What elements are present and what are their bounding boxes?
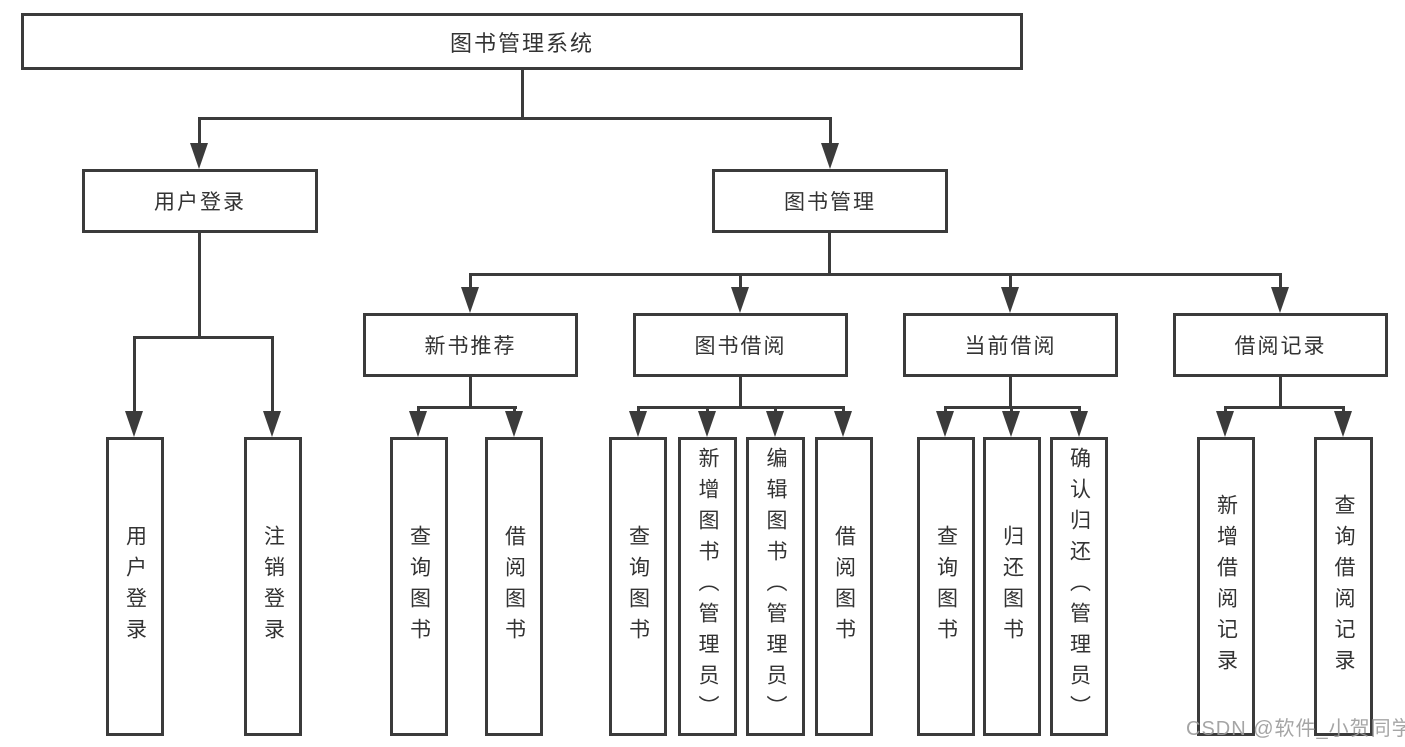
leaf-borrow-borrow-book: 借阅图书 [815, 437, 873, 736]
connector-drop-current-borrow [1009, 273, 1012, 289]
arrowhead-borrow-record-icon [1271, 287, 1289, 313]
connector-drop [637, 406, 640, 415]
leaf-current-query-book: 查询图书 [917, 437, 975, 736]
node-label: 图书管理系统 [449, 30, 594, 56]
leaf-user-login: 用户登录 [106, 437, 164, 736]
node-label: 新书推荐 [424, 335, 517, 358]
leaf-label: 新增图书（管理员） [696, 447, 719, 726]
leaf-label: 编辑图书（管理员） [764, 447, 787, 726]
arrowhead-book-mgmt-icon [821, 143, 839, 169]
node-label: 借阅记录 [1234, 335, 1327, 358]
leaf-recommend-borrow-book: 借阅图书 [485, 437, 543, 736]
connector-drop-book-mgmt [829, 117, 832, 145]
arrowhead-icon [505, 411, 523, 437]
connector-drop-new-book-rec [469, 273, 472, 289]
arrowhead-icon [1334, 411, 1352, 437]
arrowhead-icon [698, 411, 716, 437]
connector-book-mgmt-stem [828, 233, 831, 275]
leaf-current-return-book: 归还图书 [983, 437, 1041, 736]
node-label: 图书管理 [784, 191, 876, 214]
connector-new-book-rec-crossbar [417, 406, 517, 409]
connector-drop [944, 406, 947, 415]
connector-drop [774, 406, 777, 415]
leaf-borrow-add-book-admin: 新增图书（管理员） [678, 437, 737, 736]
arrowhead-new-book-rec-icon [461, 287, 479, 313]
leaf-record-add-borrow-record: 新增借阅记录 [1197, 437, 1255, 736]
node-current-borrow: 当前借阅 [903, 313, 1118, 377]
leaf-label: 借阅图书 [502, 524, 526, 649]
csdn-watermark: CSDN @软件_小贺同学 [1186, 718, 1405, 740]
arrowhead-icon [629, 411, 647, 437]
leaf-label: 用户登录 [123, 524, 147, 649]
leaf-label: 借阅图书 [832, 524, 856, 649]
node-label: 当前借阅 [964, 335, 1057, 358]
connector-book-borrow-stem [739, 377, 742, 409]
leaf-borrow-edit-book-admin: 编辑图书（管理员） [746, 437, 805, 736]
connector-drop-leaf-logout [271, 336, 274, 413]
connector-drop-borrow-record [1279, 273, 1282, 289]
arrowhead-icon [766, 411, 784, 437]
leaf-label: 注销登录 [261, 524, 285, 649]
node-borrow-record: 借阅记录 [1173, 313, 1388, 377]
connector-book-borrow-crossbar [637, 406, 845, 409]
arrowhead-leaf-user-login-icon [125, 411, 143, 437]
connector-borrow-record-crossbar [1224, 406, 1345, 409]
arrowhead-book-borrow-icon [731, 287, 749, 313]
connector-drop [417, 406, 420, 415]
connector-root-stem [521, 69, 524, 118]
node-label: 图书借阅 [694, 335, 787, 358]
connector-drop [513, 406, 516, 415]
connector-drop-book-borrow [739, 273, 742, 289]
connector-drop [1224, 406, 1227, 415]
arrowhead-current-borrow-icon [1001, 287, 1019, 313]
connector-user-login-crossbar [133, 336, 274, 339]
connector-book-mgmt-crossbar [469, 273, 1282, 276]
arrowhead-leaf-logout-icon [263, 411, 281, 437]
arrowhead-icon [1070, 411, 1088, 437]
node-book-management: 图书管理 [712, 169, 948, 233]
connector-user-login-stem [198, 233, 201, 338]
leaf-borrow-query-book: 查询图书 [609, 437, 667, 736]
leaf-current-confirm-return-admin: 确认归还（管理员） [1050, 437, 1108, 736]
arrowhead-icon [834, 411, 852, 437]
leaf-recommend-query-book: 查询图书 [390, 437, 448, 736]
arrowhead-icon [1216, 411, 1234, 437]
arrowhead-user-login-icon [190, 143, 208, 169]
leaf-label: 查询图书 [934, 524, 958, 649]
connector-drop [706, 406, 709, 415]
node-new-book-recommend: 新书推荐 [363, 313, 578, 377]
leaf-label: 新增借阅记录 [1214, 493, 1238, 680]
arrowhead-icon [409, 411, 427, 437]
node-label: 用户登录 [154, 191, 246, 214]
connector-root-crossbar [198, 117, 832, 120]
connector-drop-leaf-user-login [133, 336, 136, 413]
leaf-label: 归还图书 [1000, 524, 1024, 649]
leaf-label: 确认归还（管理员） [1067, 447, 1091, 726]
leaf-record-query-borrow-record: 查询借阅记录 [1314, 437, 1373, 736]
connector-drop-user-login [198, 117, 201, 145]
leaf-label: 查询图书 [626, 524, 650, 649]
leaf-logout: 注销登录 [244, 437, 302, 736]
leaf-label: 查询借阅记录 [1332, 493, 1355, 680]
arrowhead-icon [1002, 411, 1020, 437]
arrowhead-icon [936, 411, 954, 437]
connector-borrow-record-stem [1279, 377, 1282, 409]
connector-drop [1342, 406, 1345, 415]
connector-drop [1078, 406, 1081, 415]
connector-drop [842, 406, 845, 415]
node-root-library-management-system: 图书管理系统 [21, 13, 1023, 70]
node-user-login: 用户登录 [82, 169, 318, 233]
connector-current-borrow-stem [1009, 377, 1012, 409]
leaf-label: 查询图书 [407, 524, 431, 649]
node-book-borrow: 图书借阅 [633, 313, 848, 377]
connector-new-book-rec-stem [469, 377, 472, 409]
connector-drop [1010, 406, 1013, 415]
